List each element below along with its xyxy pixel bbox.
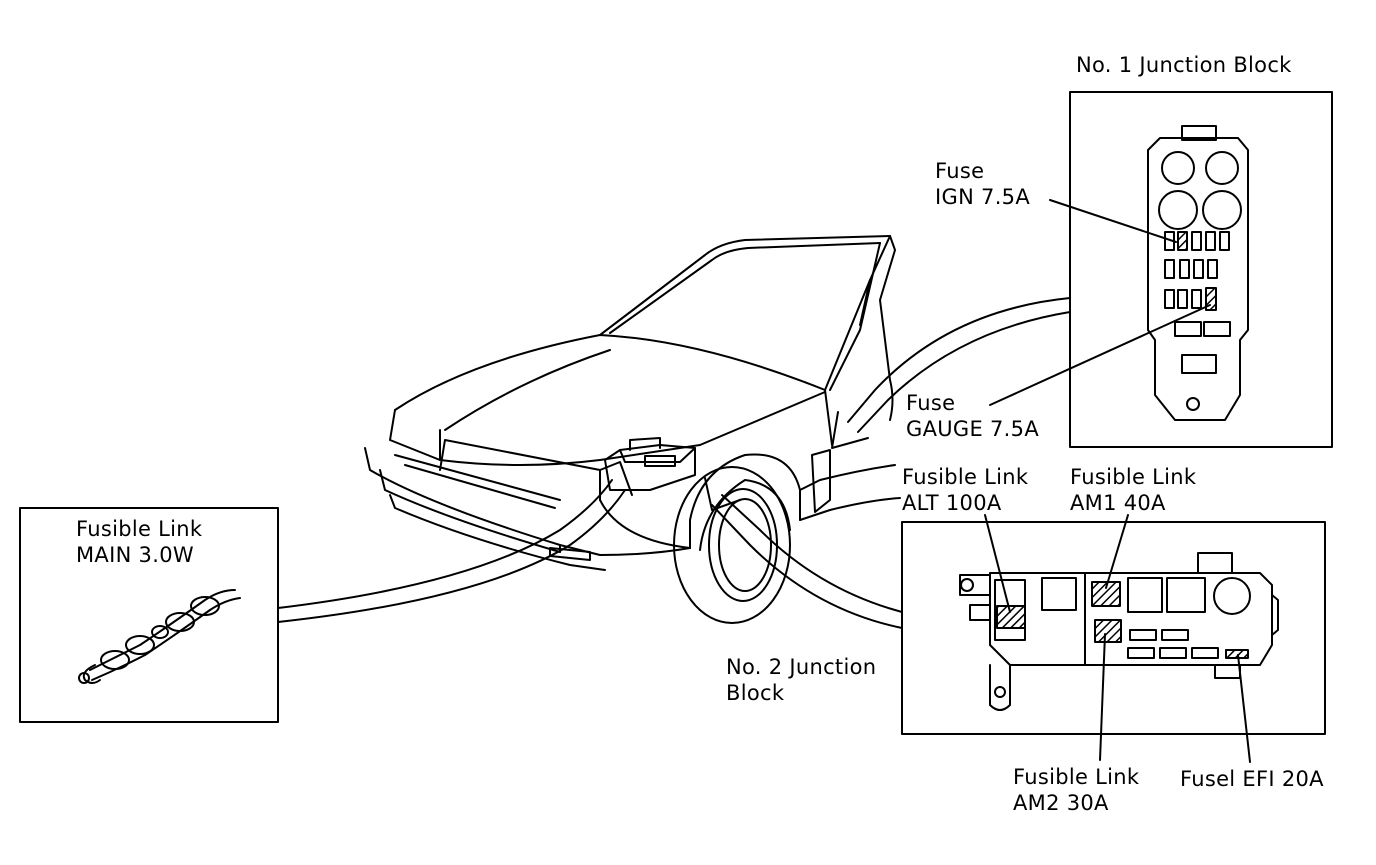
- fl-alt-line2: ALT 100A: [902, 491, 1002, 515]
- fl-alt-line1: Fusible Link: [902, 465, 1029, 489]
- main-arrow: [277, 479, 613, 609]
- alt-leader: [984, 514, 1011, 613]
- fl-am2-line2: AM2 30A: [1013, 791, 1109, 815]
- ign-leader: [1049, 199, 1177, 243]
- fl-main-line1: Fusible Link: [76, 517, 203, 541]
- efi-leader: [1237, 654, 1251, 763]
- fuse-ign-line1: Fuse: [935, 159, 985, 183]
- fl-am2-line1: Fusible Link: [1013, 765, 1140, 789]
- fusible-link-am1-label: Fusible Link AM1 40A: [1070, 464, 1196, 516]
- fusible-link-am2-label: Fusible Link AM2 30A: [1013, 764, 1139, 816]
- jb2-arrow: [721, 494, 903, 613]
- gauge-leader: [989, 304, 1211, 406]
- fuse-efi-label: Fusel EFI 20A: [1180, 767, 1324, 791]
- fuse-gauge-line1: Fuse: [906, 391, 956, 415]
- fusible-link-alt-label: Fusible Link ALT 100A: [902, 464, 1028, 516]
- jb2-line2: Block: [726, 681, 785, 705]
- fuse-ign-line2: IGN 7.5A: [935, 185, 1031, 209]
- fuse-gauge-label: Fuse GAUGE 7.5A: [906, 390, 1039, 442]
- fuse-ign-label: Fuse IGN 7.5A: [935, 158, 1030, 210]
- jb1-arrow: [847, 297, 1071, 423]
- fusible-link-main-label: Fusible Link MAIN 3.0W: [76, 516, 202, 568]
- jb2-fuse-block: [959, 552, 1279, 711]
- jb1-fuse-block: [1147, 125, 1249, 421]
- fuse-gauge-line2: GAUGE 7.5A: [906, 417, 1039, 441]
- jb1-frame: [1069, 91, 1333, 448]
- am1-leader: [1105, 514, 1129, 589]
- car-illustration: [364, 235, 901, 624]
- jb1-title: No. 1 Junction Block: [1076, 53, 1292, 77]
- main-fusible-link-drawing: [78, 589, 241, 684]
- jb2-line1: No. 2 Junction: [726, 655, 877, 679]
- main-link-frame: [19, 507, 279, 723]
- am2-leader: [1099, 633, 1106, 761]
- fl-am1-line1: Fusible Link: [1070, 465, 1197, 489]
- fl-am1-line2: AM1 40A: [1070, 491, 1166, 515]
- jb2-title: No. 2 Junction Block: [726, 654, 876, 706]
- fl-main-line2: MAIN 3.0W: [76, 543, 194, 567]
